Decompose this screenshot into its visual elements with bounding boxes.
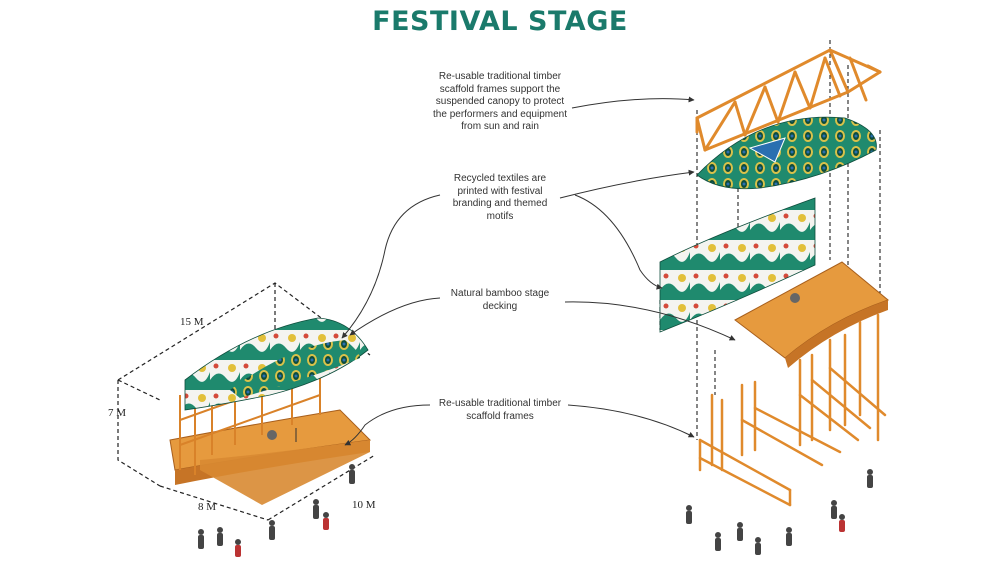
person — [235, 539, 241, 557]
person — [323, 512, 329, 530]
person — [686, 505, 692, 524]
person — [313, 499, 319, 519]
person — [786, 527, 792, 546]
person — [269, 520, 275, 540]
exploded-drum-kit — [790, 293, 800, 303]
backdrop-textile — [659, 197, 816, 333]
canopy-peacock — [230, 340, 360, 398]
person — [737, 522, 743, 541]
person — [831, 500, 837, 519]
people-figures — [198, 464, 873, 557]
assembled-stage: 15 M 7 M 8 M 10 M — [108, 282, 376, 521]
person — [349, 464, 355, 484]
dimension-length: 15 M — [180, 316, 204, 328]
person — [839, 514, 845, 532]
leader-textiles-backdrop — [574, 194, 663, 290]
exploded-scaffold-frames — [698, 313, 887, 507]
person — [867, 469, 873, 488]
canopy-logo — [748, 137, 786, 163]
stage-front-apron — [200, 440, 370, 505]
dimension-box — [117, 282, 376, 521]
dimension-depth: 10 M — [352, 499, 376, 511]
drum-kit — [267, 430, 277, 440]
person — [755, 537, 761, 555]
leader-textiles-left — [341, 194, 441, 339]
annotation-textiles: Recycled textiles are printed with festi… — [452, 173, 548, 222]
person — [217, 527, 223, 546]
annotation-decking: Natural bamboo stage decking — [450, 288, 550, 312]
leader-decking-left — [349, 297, 441, 336]
page-title: FESTIVAL STAGE — [372, 6, 628, 37]
dimension-width: 8 M — [198, 501, 216, 513]
person — [715, 532, 721, 551]
roof-truss — [695, 48, 882, 152]
annotation-canopy: Re-usable traditional timber scaffold fr… — [433, 71, 567, 132]
leader-frames-left — [344, 404, 431, 446]
leader-textiles-right-canopy — [559, 169, 695, 199]
leader-canopy — [571, 96, 695, 109]
exploded-deck-edge — [785, 300, 888, 368]
annotation-frames: Re-usable traditional timber scaffold fr… — [438, 398, 562, 422]
person — [198, 529, 204, 549]
suspended-canopy — [696, 116, 877, 190]
leader-decking-right — [564, 301, 736, 341]
dimension-height: 7 M — [108, 407, 126, 419]
leader-lines — [341, 96, 736, 446]
leader-frames-right — [567, 404, 695, 438]
exploded-stage — [659, 40, 890, 507]
